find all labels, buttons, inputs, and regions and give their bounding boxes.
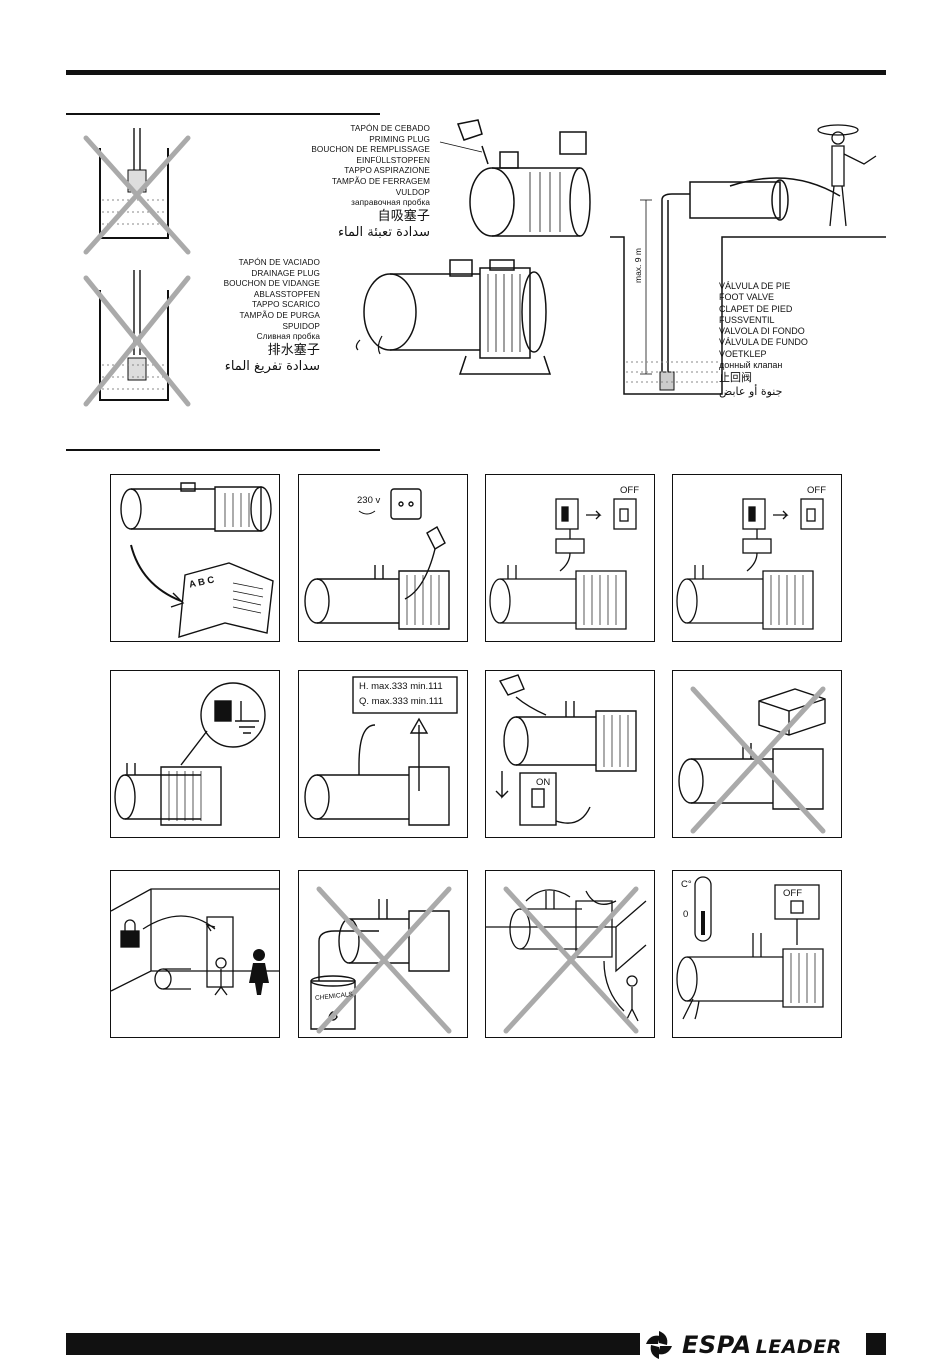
drainage-plug-labels: TAPÓN DE VACIADO DRAINAGE PLUG BOUCHON D… bbox=[220, 258, 320, 375]
priming-label: TAPÓN DE CEBADO bbox=[350, 124, 430, 133]
panel-keep-away-children bbox=[110, 870, 280, 1038]
priming-label: PRIMING PLUG bbox=[369, 134, 430, 144]
brand-name: ESPA bbox=[682, 1331, 752, 1359]
drain-label: SPUIDOP bbox=[282, 321, 320, 331]
temperature-unit-label: C° bbox=[681, 879, 692, 890]
foot-valve-label: CLAPET DE PIED bbox=[719, 303, 793, 314]
drain-label: 排水塞子 bbox=[267, 342, 320, 358]
foot-valve-label: VÁLVULA DE PIE bbox=[719, 281, 791, 291]
temperature-zero-label: 0 bbox=[683, 909, 689, 920]
foot-valve-label: VOETKLEP bbox=[719, 348, 767, 359]
foot-valve-label: FUSSVENTIL bbox=[719, 314, 775, 325]
switch-off-label: OFF bbox=[620, 485, 639, 496]
priming-label: TAMPÃO DE FERRAGEM bbox=[331, 176, 430, 186]
foot-valve-label: FOOT VALVE bbox=[719, 292, 775, 303]
product-name: LEADER bbox=[755, 1336, 842, 1358]
pump-drainage-illustration bbox=[355, 259, 552, 375]
panel-earth-ground bbox=[110, 670, 280, 838]
voltage-label: 230 v bbox=[357, 495, 381, 506]
section-rule-installation bbox=[66, 113, 380, 115]
foot-valve-label: 止回阀 bbox=[719, 371, 752, 385]
foot-valve-label: جنوة أو عابض bbox=[719, 385, 783, 399]
switch-off-label-2: OFF bbox=[807, 485, 826, 496]
priming-label: 自吸塞子 bbox=[377, 208, 430, 224]
frost-off-label: OFF bbox=[783, 888, 802, 899]
priming-label: заправочная пробка bbox=[351, 198, 430, 208]
panel-switch-off-1: OFF bbox=[485, 474, 655, 642]
drain-label: سدادة تفريغ الماء bbox=[224, 358, 320, 374]
priming-label: سدادة تعبئة الماء bbox=[337, 224, 430, 240]
panel-switch-off-2: OFF bbox=[672, 474, 842, 642]
top-rule bbox=[66, 70, 886, 75]
priming-label: TAPPO ASPIRAZIONE bbox=[344, 166, 430, 176]
priming-plug-labels: TAPÓN DE CEBADO PRIMING PLUG BOUCHON DE … bbox=[300, 124, 430, 241]
priming-label: BOUCHON DE REMPLISSAGE bbox=[311, 145, 430, 155]
panel-limits: H. max.333 min.111 Q. max.333 min.111 bbox=[298, 670, 468, 838]
panel-no-chemicals: CHEMICALS bbox=[298, 870, 468, 1038]
drain-label: TAPÓN DE VACIADO bbox=[238, 258, 320, 267]
panel-prime-and-switch-on: ON bbox=[485, 670, 655, 838]
priming-label: EINFÜLLSTOPFEN bbox=[356, 155, 430, 165]
foot-valve-labels: VÁLVULA DE PIE FOOT VALVE CLAPET DE PIED… bbox=[719, 281, 859, 399]
drain-label: TAMPÃO DE PURGA bbox=[239, 310, 320, 320]
depth-label: max. 9 m bbox=[633, 248, 643, 283]
section-rule-safety bbox=[66, 449, 380, 451]
drain-label: Сливная пробка bbox=[256, 332, 320, 342]
pump-priming-illustration bbox=[439, 119, 591, 237]
installation-depth-diagram bbox=[610, 124, 886, 395]
drain-label: ABLASSTOPFEN bbox=[253, 289, 320, 299]
drain-label: TAPPO SCARICO bbox=[251, 300, 320, 310]
flow-limit-label: Q. max.333 min.111 bbox=[359, 696, 444, 707]
foot-valve-label: VÁLVULA DE FUNDO bbox=[719, 337, 808, 348]
panel-read-manual: A B C bbox=[110, 474, 280, 642]
drain-label: BOUCHON DE VIDANGE bbox=[223, 279, 320, 289]
suction-pipe-diagrams bbox=[83, 128, 191, 407]
switch-on-label: ON bbox=[536, 777, 551, 788]
panel-no-covering bbox=[672, 670, 842, 838]
head-limit-label: H. max.333 min.111 bbox=[359, 681, 443, 692]
foot-valve-label: донный клапан bbox=[719, 360, 783, 371]
priming-label: VULDOP bbox=[395, 187, 430, 197]
espa-logo-icon bbox=[646, 1331, 672, 1359]
panel-no-spraying bbox=[485, 870, 655, 1038]
foot-valve-label: VALVOLA DI FONDO bbox=[719, 326, 805, 337]
panel-voltage: 230 v bbox=[298, 474, 468, 642]
drain-label: DRAINAGE PLUG bbox=[251, 268, 320, 278]
panel-frost-protection: C° 0 OFF bbox=[672, 870, 842, 1038]
